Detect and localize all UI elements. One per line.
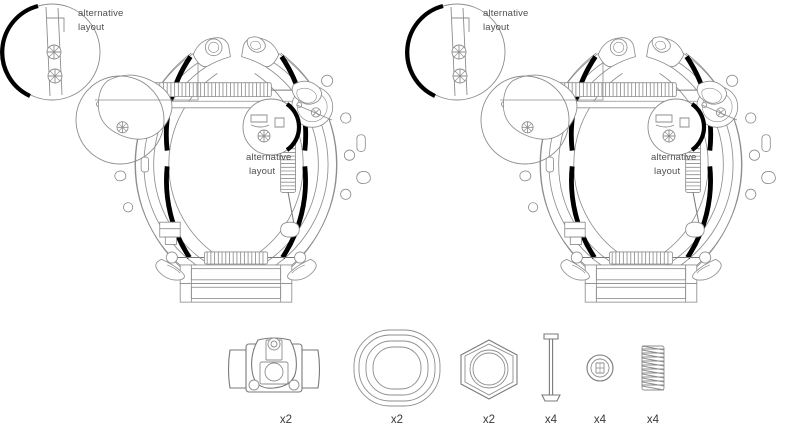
part-wheel-cylinder: x2 [227,337,321,426]
part-retainer-washer-qty: x4 [594,414,607,426]
part-hold-down-pin-qty: x4 [545,414,558,426]
part-hex-nut: x2 [460,339,518,426]
right-upper-callout-label-line1: alternative [483,8,528,19]
left-lower-callout-label-line1: alternative [246,152,291,163]
right-lower-callout-label-line1: alternative [651,152,696,163]
right-upper-callout-label-line2: layout [483,22,509,33]
part-wheel-cylinder-qty: x2 [280,414,292,426]
left-brake-shoe-assembly: alternative layout alternative layout [2,4,370,302]
left-upper-callout: alternative layout [2,4,199,165]
left-upper-callout-label-line2: layout [78,22,104,33]
left-lower-callout: alternative layout [243,99,333,177]
left-upper-callout-label-line1: alternative [78,8,123,19]
left-lower-callout-label-line2: layout [249,166,275,177]
right-lower-callout: alternative layout [648,99,738,177]
right-brake-shoe-assembly: alternative layout alternative layout [407,4,775,302]
part-hold-down-pin: x4 [541,333,561,426]
part-hold-down-spring-qty: x4 [647,414,660,426]
part-retainer-washer: x4 [586,354,614,426]
part-hold-down-spring: x4 [641,345,665,426]
parts-row: x2 x2 x2 [227,329,665,426]
part-hex-nut-qty: x2 [483,414,495,426]
part-dust-boot-seal: x2 [353,329,441,426]
right-lower-callout-label-line2: layout [654,166,680,177]
part-dust-boot-seal-qty: x2 [391,414,403,426]
right-upper-callout: alternative layout [407,4,604,165]
